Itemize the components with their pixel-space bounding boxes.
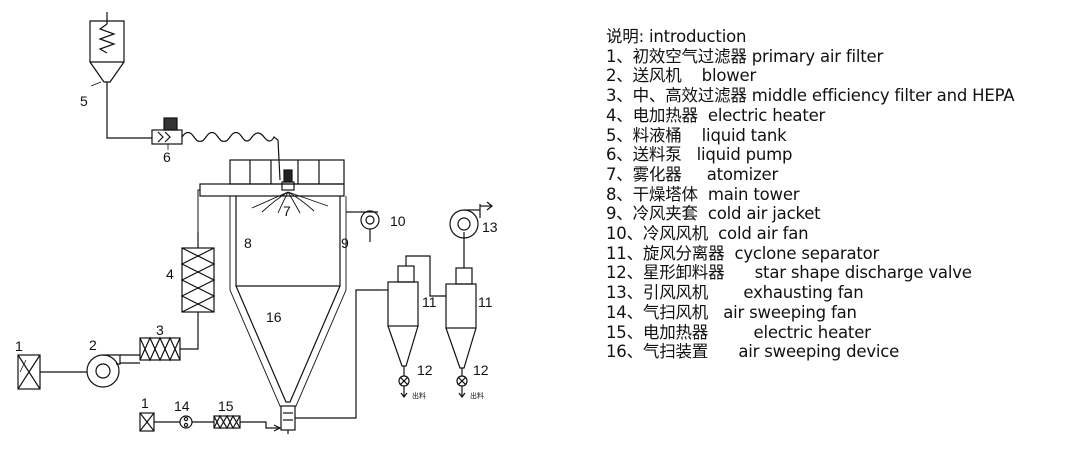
legend-item: 6、送料泵 liquid pump xyxy=(606,145,793,165)
hot-air-duct xyxy=(197,189,200,232)
label-7: 7 xyxy=(283,203,291,219)
exhausting-fan xyxy=(449,201,493,239)
label-9: 9 xyxy=(341,235,349,251)
label-3: 3 xyxy=(156,322,164,338)
legend-item: 15、电加热器 electric heater xyxy=(606,322,871,342)
label-4: 4 xyxy=(166,266,174,282)
label-2: 2 xyxy=(89,337,97,353)
label-11b: 11 xyxy=(478,294,493,310)
label-10: 10 xyxy=(390,213,406,229)
air-sweeping-line xyxy=(139,412,282,432)
label-1: 1 xyxy=(15,338,23,354)
legend-title: 说明: introduction xyxy=(606,27,747,46)
cyclone-connector xyxy=(405,255,446,297)
label-16: 16 xyxy=(266,309,282,325)
legend-item: 5、料液桶 liquid tank xyxy=(606,125,787,145)
label-14: 14 xyxy=(174,398,190,414)
label-6: 6 xyxy=(163,149,171,165)
legend-item: 12、星形卸料器 star shape discharge valve xyxy=(606,263,972,283)
label-11a: 11 xyxy=(422,294,437,310)
cold-air-fan xyxy=(346,210,380,242)
cyclone-separator-2 xyxy=(445,232,477,398)
feed-line xyxy=(106,120,152,139)
label-12a: 12 xyxy=(417,362,433,378)
label-discharge-b: 出料 xyxy=(470,391,484,400)
cyclone-separator-1 xyxy=(380,265,419,398)
label-12b: 12 xyxy=(473,362,489,378)
legend-item: 1、初效空气过滤器 primary air filter xyxy=(606,46,884,66)
product-line xyxy=(295,289,380,419)
liquid-pump xyxy=(151,117,183,145)
legend-item: 16、气扫装置 air sweeping device xyxy=(606,342,900,362)
label-1-bottom: 1 xyxy=(141,395,149,411)
atomizer-hose xyxy=(181,131,281,181)
label-5: 5 xyxy=(80,93,88,109)
liquid-tank xyxy=(89,12,125,120)
legend-item: 7、雾化器 atomizer xyxy=(606,164,779,184)
electric-heater xyxy=(180,232,216,326)
legend-item: 8、干燥塔体 main tower xyxy=(606,184,800,204)
primary-air-filter xyxy=(17,354,87,390)
label-discharge-a: 出料 xyxy=(412,391,426,400)
legend-item: 13、引风风机 exhausting fan xyxy=(606,283,864,303)
legend: 说明: introduction 1、初效空气过滤器 primary air f… xyxy=(606,27,1015,362)
label-13: 13 xyxy=(482,219,498,235)
legend-item: 4、电加热器 electric heater xyxy=(606,105,826,125)
spray-dryer-process-diagram: 1 2 3 4 5 6 7 8 9 10 11 11 12 12 13 14 1… xyxy=(15,12,498,434)
label-8: 8 xyxy=(244,235,252,251)
legend-item: 9、冷风夹套 cold air jacket xyxy=(606,204,821,224)
legend-item: 3、中、高效过滤器 middle efficiency filter and H… xyxy=(606,86,1015,106)
legend-item: 10、冷风风机 cold air fan xyxy=(606,224,809,244)
hepa-filter xyxy=(139,326,199,362)
legend-item: 14、气扫风机 air sweeping fan xyxy=(606,302,857,322)
main-tower xyxy=(199,159,347,434)
legend-item: 2、送风机 blower xyxy=(606,66,757,86)
blower xyxy=(86,354,140,388)
label-15: 15 xyxy=(218,398,234,414)
legend-item: 11、旋风分离器 cyclone separator xyxy=(606,243,880,263)
